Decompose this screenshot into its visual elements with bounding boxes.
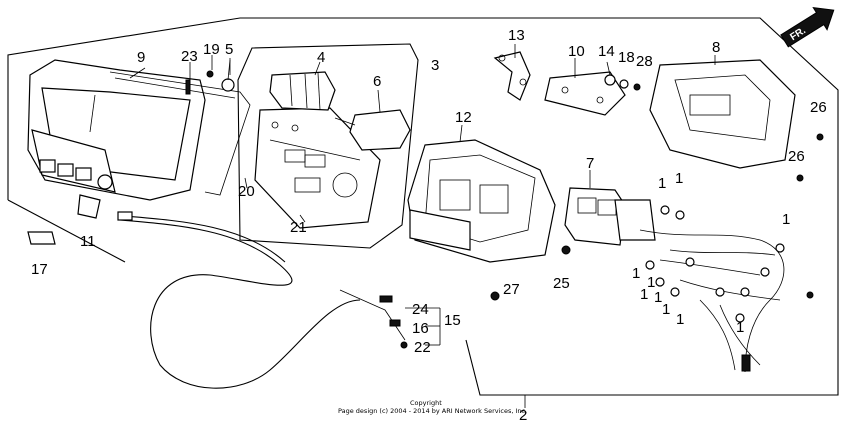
callout-1-a: 1 — [658, 175, 666, 192]
indicator-switch[interactable] — [269, 71, 336, 111]
svg-text:Page design (c) 2004 - 2014 by: Page design (c) 2004 - 2014 by ARI Netwo… — [338, 407, 527, 415]
callout-labels: 9 23 19 5 4 3 6 13 10 14 18 28 8 26 26 1… — [31, 27, 827, 424]
rear-cover[interactable] — [649, 59, 796, 169]
callout-6: 6 — [373, 73, 381, 90]
callout-7: 7 — [586, 155, 594, 172]
svg-text:Copyright: Copyright — [410, 399, 442, 407]
grommet-14[interactable] — [604, 74, 616, 86]
screw-19[interactable] — [206, 70, 214, 78]
meter-housing[interactable] — [407, 139, 556, 263]
screw-25[interactable] — [561, 245, 571, 255]
callout-18: 18 — [618, 49, 635, 66]
screw-5[interactable] — [221, 59, 235, 92]
callout-1-g: 1 — [654, 289, 662, 306]
bolt-16[interactable] — [389, 319, 401, 327]
lower-switch-panel[interactable] — [77, 194, 101, 219]
callout-3: 3 — [431, 57, 439, 74]
callout-14: 14 — [598, 43, 615, 60]
callout-19: 19 — [203, 41, 220, 58]
callout-4: 4 — [317, 49, 325, 66]
callout-1-i: 1 — [676, 311, 684, 328]
speedometer-cable[interactable] — [117, 211, 406, 389]
callout-1-f: 1 — [640, 286, 648, 303]
bolt-24[interactable] — [379, 295, 393, 303]
leader-lines — [129, 44, 716, 408]
screw-23[interactable] — [185, 79, 191, 95]
callout-8: 8 — [712, 39, 720, 56]
meter-face-panel[interactable] — [254, 107, 381, 229]
callout-26-lower: 26 — [788, 148, 805, 165]
callout-1-c: 1 — [782, 211, 790, 228]
callout-16: 16 — [412, 320, 429, 337]
callout-21: 21 — [290, 219, 307, 236]
panel-group-frame — [237, 43, 419, 249]
callout-1-b: 1 — [675, 170, 683, 187]
callout-28: 28 — [636, 53, 653, 70]
screw-27[interactable] — [490, 291, 500, 301]
callout-24: 24 — [412, 301, 429, 318]
callout-1-e: 1 — [647, 274, 655, 291]
callout-2: 2 — [519, 407, 527, 424]
front-direction-arrow: FR. — [780, 6, 835, 48]
callout-12: 12 — [455, 109, 472, 126]
wiring-socket[interactable] — [564, 187, 656, 246]
screw-26-lower[interactable] — [796, 174, 804, 182]
assembly-frame — [7, 17, 839, 396]
callout-20: 20 — [238, 183, 255, 200]
label-plate[interactable] — [27, 231, 56, 245]
callout-1-d: 1 — [632, 265, 640, 282]
bulb-socket-harness[interactable] — [639, 205, 814, 373]
callout-22: 22 — [414, 339, 431, 356]
callout-1-h: 1 — [662, 301, 670, 318]
fuel-gauge[interactable] — [334, 109, 411, 151]
bolt-22[interactable] — [400, 341, 408, 349]
callout-25: 25 — [553, 275, 570, 292]
callout-26-upper: 26 — [810, 99, 827, 116]
collar-18[interactable] — [619, 79, 629, 89]
callout-27: 27 — [503, 281, 520, 298]
callout-9: 9 — [137, 49, 145, 66]
copyright-notice: Copyright Page design (c) 2004 - 2014 by… — [338, 399, 527, 415]
callout-5: 5 — [225, 41, 233, 58]
callout-23: 23 — [181, 48, 198, 65]
callout-10: 10 — [568, 43, 585, 60]
screw-26-upper[interactable] — [816, 133, 824, 141]
callout-17: 17 — [31, 261, 48, 278]
meter-case[interactable] — [27, 59, 251, 201]
mounting-bracket[interactable] — [544, 71, 626, 116]
callout-1-j: 1 — [736, 319, 744, 336]
callout-13: 13 — [508, 27, 525, 44]
callout-11: 11 — [80, 233, 96, 250]
nut-28[interactable] — [633, 83, 641, 91]
stay-bracket[interactable] — [493, 51, 531, 101]
callout-15: 15 — [444, 312, 461, 329]
